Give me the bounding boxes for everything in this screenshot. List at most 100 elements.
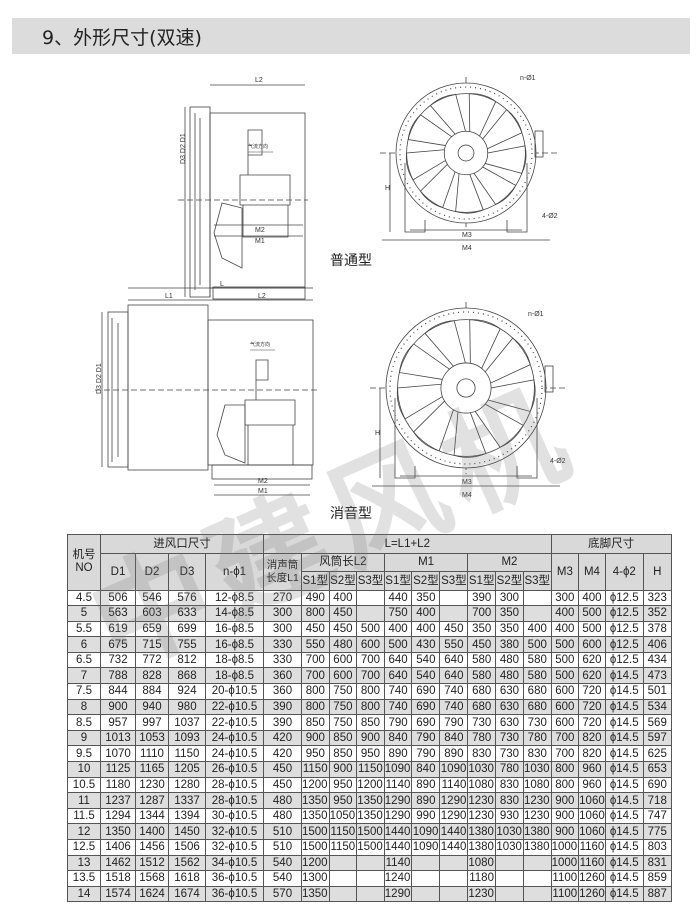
- table-cell: [356, 870, 385, 887]
- table-cell: 400: [383, 620, 413, 638]
- table-cell: 1300: [301, 870, 330, 887]
- table-cell: 1230: [522, 792, 552, 809]
- table-cell: 24-ϕ10.5: [205, 745, 264, 763]
- table-cell: 390: [263, 698, 302, 716]
- table-cell: 1000: [550, 854, 580, 872]
- table-cell: 1230: [467, 885, 496, 903]
- table-cell: 1230: [467, 807, 496, 825]
- fan-blade: [396, 383, 443, 420]
- table-cell: 1440: [439, 823, 469, 840]
- table-cell: 1674: [168, 885, 206, 903]
- table-cell: 1205: [168, 761, 206, 778]
- table-cell: 1290: [439, 792, 469, 809]
- table-cell: 400: [411, 605, 441, 622]
- table-cell: 690: [411, 683, 441, 700]
- table-cell: 1500: [356, 839, 385, 856]
- table-cell: 740: [383, 698, 413, 716]
- table-cell: 569: [642, 714, 672, 731]
- table-cell: 430: [411, 636, 441, 653]
- table-cell: 630: [494, 714, 524, 731]
- table-cell: 600: [328, 667, 358, 685]
- header-phi2: 4-ϕ2: [604, 552, 644, 591]
- table-cell: ϕ14.5: [604, 667, 644, 685]
- junction-box: [544, 365, 554, 393]
- table-cell: 420: [263, 729, 302, 747]
- header-l2: 风筒长L2: [301, 552, 385, 572]
- label-m3: M3: [462, 479, 472, 486]
- label-holes: n-Ø1: [528, 311, 544, 318]
- hub-center: [457, 144, 475, 162]
- table-cell: 1110: [135, 745, 169, 763]
- table-cell: 680: [522, 683, 552, 700]
- label-m2: M2: [258, 478, 268, 485]
- table-cell: 450: [263, 776, 302, 794]
- table-cell: ϕ14.5: [604, 683, 644, 700]
- table-cell: ϕ14.5: [604, 792, 644, 809]
- fan-blade: [455, 173, 484, 214]
- table-cell: 800: [301, 698, 330, 716]
- table-cell: 1290: [383, 807, 413, 825]
- table-cell: ϕ12.5: [604, 651, 644, 669]
- table-cell: 1506: [168, 839, 206, 856]
- table-cell: 1618: [168, 870, 206, 887]
- table-cell: 352: [642, 605, 672, 622]
- table-cell: 1350: [301, 807, 330, 825]
- table-cell: 900: [550, 807, 580, 825]
- table-cell: 1394: [168, 807, 206, 825]
- hub-center: [456, 378, 476, 398]
- header-l2-s2: S2型: [328, 571, 358, 591]
- table-cell: ϕ14.5: [604, 776, 644, 794]
- fan-blade: [413, 400, 454, 452]
- table-cell: 840: [439, 729, 469, 747]
- table-cell: 390: [467, 589, 496, 607]
- table-cell: 378: [642, 620, 672, 638]
- header-m2-s2: S2型: [494, 571, 524, 591]
- table-cell: 1500: [301, 839, 330, 856]
- header-d3: D3: [168, 552, 206, 591]
- label-feet: 4-Ø2: [550, 458, 566, 465]
- label-airflow: 气流方向: [248, 143, 268, 150]
- table-cell: 500: [578, 620, 606, 638]
- table-cell: 540: [411, 651, 441, 669]
- table-cell: 1200: [301, 854, 330, 872]
- label-l1: L1: [165, 293, 173, 300]
- fan-blade: [482, 109, 523, 150]
- table-cell: [411, 854, 441, 872]
- table-cell: 500: [356, 620, 385, 638]
- table-cell: 450: [467, 636, 496, 653]
- table-cell: 1140: [383, 854, 413, 872]
- table-cell: 540: [411, 667, 441, 685]
- table-cell: 790: [411, 745, 441, 763]
- table-cell: 747: [642, 807, 672, 825]
- header-l2-s3: S3型: [356, 571, 385, 591]
- table-cell: 790: [411, 729, 441, 747]
- table-cell: [522, 589, 552, 607]
- table-cell: 22-ϕ10.5: [205, 714, 264, 731]
- table-cell: ϕ14.5: [604, 714, 644, 731]
- table-cell: 350: [494, 605, 524, 622]
- label-h: H: [375, 430, 380, 437]
- table-cell: 540: [263, 870, 302, 887]
- table-cell: 490: [301, 589, 330, 607]
- table-cell: 690: [411, 714, 441, 731]
- table-cell: 1500: [301, 823, 330, 840]
- table-cell: 546: [135, 589, 169, 607]
- table-cell: ϕ12.5: [604, 605, 644, 622]
- table-cell: 868: [168, 667, 206, 685]
- table-cell: 350: [467, 620, 496, 638]
- fan-blade: [487, 379, 536, 412]
- table-cell: 1380: [522, 823, 552, 840]
- table-cell: 450: [301, 620, 330, 638]
- table-cell: 620: [578, 651, 606, 669]
- label-l2: L2: [258, 293, 266, 300]
- table-cell: 434: [642, 651, 672, 669]
- table-cell: 1100: [550, 885, 580, 903]
- table-cell: 1440: [383, 823, 413, 840]
